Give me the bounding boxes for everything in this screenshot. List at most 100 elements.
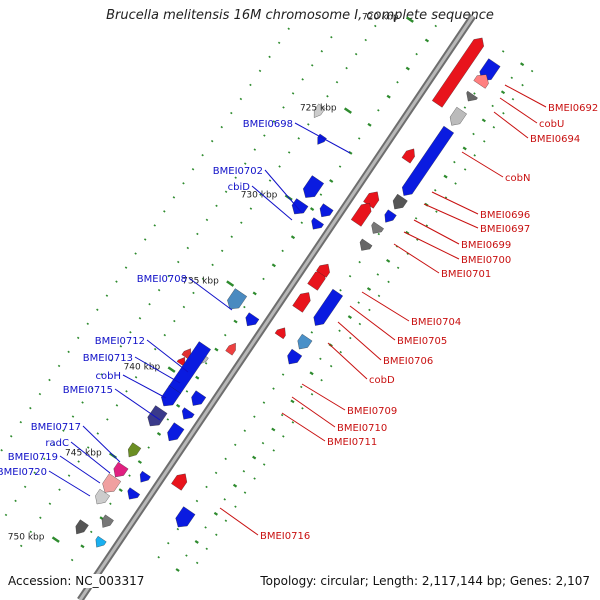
tick-dot [338,165,342,168]
tick-dot [252,291,257,296]
tick-dot [86,322,90,326]
tick-dot [414,217,418,220]
tick-dot [76,336,80,340]
tick-dot [96,308,99,311]
gene-label-left: radC [45,438,69,449]
tick-dot [243,491,247,494]
tick-dot [195,499,199,503]
tick-dot [77,460,80,463]
tick-dot [530,69,534,73]
gene-arrow [292,292,311,313]
tick-dot [195,375,200,380]
tick-dot [230,235,234,238]
tick-dot [119,345,123,348]
tick-dot [224,519,228,522]
gene-label-right: BMEI0692 [548,103,598,114]
tick-dot [252,455,257,460]
tick-dot [377,232,381,236]
tick-dot [339,289,342,292]
tick-dot [329,179,334,183]
tick-dot [300,385,303,389]
leader-line-left [251,185,293,221]
tick-dot [272,449,275,452]
gene-label-left: BMEI0702 [213,166,263,177]
tick-dot [0,449,3,452]
gene-arrow [274,327,286,340]
tick-dot [153,347,157,351]
tick-dot [364,38,367,42]
tick-dot [261,441,265,445]
tick-dot [215,533,218,536]
leader-line-right [327,342,368,380]
backbone-highlight [78,15,475,600]
ruler-label: 735 kbp [182,276,219,286]
tick-dot [224,457,227,461]
tick-dot [463,106,467,109]
tick-dot [48,502,52,505]
gene-arrow [75,519,89,535]
tick-dot [86,446,90,449]
tick-dot [195,561,199,565]
tick-dot [339,350,342,354]
tick-dot [157,555,160,559]
tick-dot [287,27,290,30]
gene-arrow [101,514,114,528]
tick-dot [213,511,219,516]
gene-label-left: BMEI0715 [63,385,113,396]
tick-dot [33,471,36,475]
tick-dot [29,530,33,534]
tick-dot [262,463,266,466]
tick-dot [357,301,360,304]
chromosome-backbone [77,14,476,600]
tick-dot [67,474,71,477]
ruler-label: 720 kbp [362,12,399,22]
leader-line-left [264,169,303,214]
tick-dot [377,294,381,298]
gene-label-right: BMEI0716 [260,531,310,542]
tick-dot [330,35,333,39]
gene-arrow [227,288,248,310]
tick-dot [309,207,315,212]
tick-dot [124,266,128,269]
tick-dot [259,193,262,196]
tick-dot [310,393,314,396]
gene-label-left: BMEI0708 [137,274,187,285]
gene-label-right: cobD [369,375,395,386]
gene-label-right: BMEI0701 [441,269,491,280]
tick-dot [415,52,418,56]
tick-dot [243,429,247,432]
gene-arrow [147,405,168,427]
tick-dot [19,420,23,424]
tick-dot [310,331,314,334]
tick-dot [338,329,341,332]
tick-dot [301,407,304,410]
ruler-tick [343,107,352,114]
gene-arrow [431,37,484,108]
tick-dot [290,235,296,240]
gene-label-right: BMEI0706 [383,356,433,367]
tick-dot [271,263,276,268]
leader-line-right [393,243,440,274]
tick-dot [163,210,166,213]
leader-line-left [134,356,181,384]
tick-dot [52,443,56,446]
tick-dot [19,544,23,548]
gene-labels: BMEI0698BMEI0702cbiDBMEI0708BMEI0712BMEI… [0,103,598,542]
tick-dot [258,69,262,73]
gene-label-left: cobH [96,371,121,382]
gene-label-right: BMEI0694 [530,134,580,145]
leader-line-right [431,191,479,215]
tick-dot [320,50,324,53]
tick-dot [234,505,237,508]
gene-arrow [95,535,107,548]
tick-dot [396,266,400,270]
accession-label: Accession: NC_003317 [8,574,145,588]
gene-label-right: BMEI0696 [480,210,530,221]
gene-arrow [113,461,129,478]
tick-dot [242,470,246,473]
tick-dot [481,118,486,123]
gene-label-left: BMEI0712 [95,336,145,347]
tick-dot [297,137,300,140]
tick-dot [62,429,65,432]
